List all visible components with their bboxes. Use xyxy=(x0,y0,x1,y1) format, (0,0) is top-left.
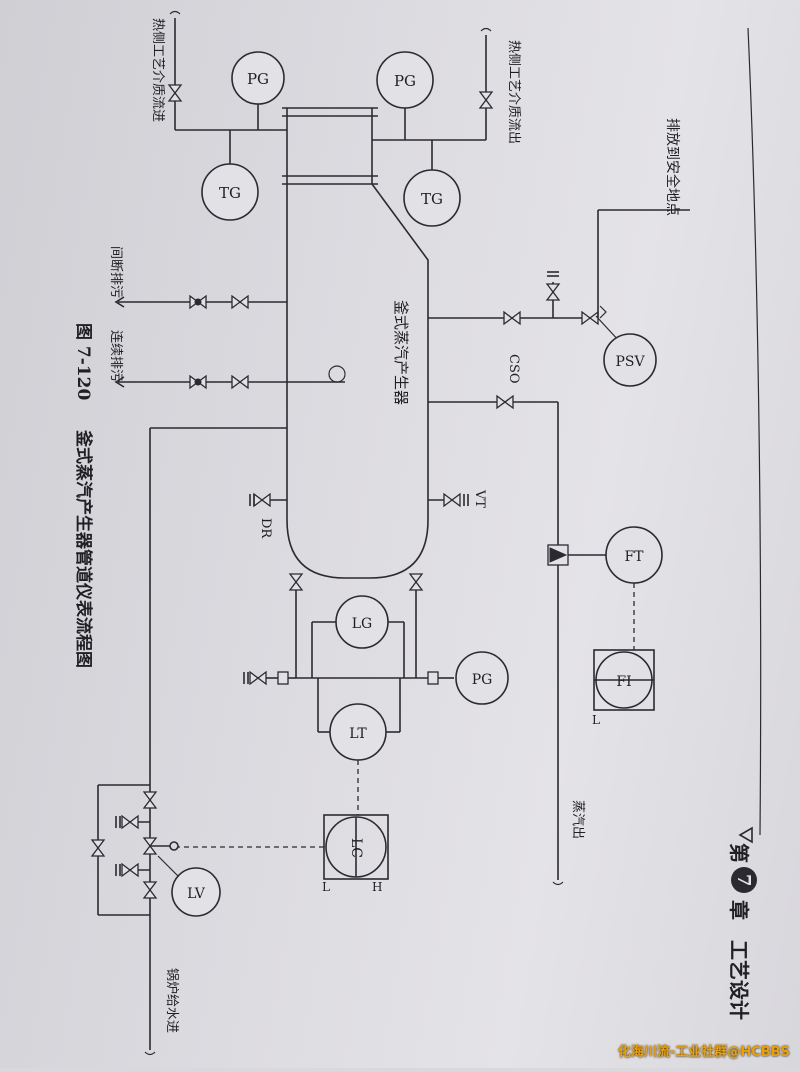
figure-number: 图 7-120 xyxy=(73,323,93,400)
dr-label: DR xyxy=(258,518,273,539)
vessel-label: 釜式蒸汽产生器 xyxy=(392,300,410,405)
chapter-title: 工艺设计 xyxy=(727,940,751,1020)
pg-outlet-tag: PG xyxy=(394,72,416,90)
chapter-heading: 第 7 章 工艺设计 xyxy=(727,843,757,1020)
lg-tag: LG xyxy=(352,616,372,632)
hot-side-inlet xyxy=(168,10,287,131)
hot-in-label: 热侧工艺介质流进 xyxy=(150,18,165,122)
psv-tag: PSV xyxy=(615,354,645,370)
lc-tag: LC xyxy=(348,838,364,858)
watermark: 化海川流-工业社群@HCBBS xyxy=(618,1045,790,1060)
chapter-number-badge xyxy=(731,867,757,893)
safety-relief-line xyxy=(428,209,690,343)
fi-alarm-low: L xyxy=(592,713,600,727)
tg-outlet-tag: TG xyxy=(421,190,443,208)
lt-tag: LT xyxy=(349,726,367,742)
steam-outlet-line xyxy=(428,395,569,886)
vent-safe-label: 排放到安全地点 xyxy=(664,118,681,216)
feedwater-line xyxy=(91,427,287,1056)
feedwater-in-label: 锅炉给水进 xyxy=(164,968,180,1033)
chapter-suffix: 章 xyxy=(727,900,751,920)
margin-arrow xyxy=(738,826,753,844)
hot-side-outlet xyxy=(372,27,493,141)
steam-out-label: 蒸汽出 xyxy=(570,800,585,839)
pg-steam-tag: PG xyxy=(472,672,493,688)
continuous-blowdown-line xyxy=(114,365,346,389)
figure-title: 釜式蒸汽产生器管道仪表流程图 xyxy=(73,429,94,668)
lc-alarm-high: H xyxy=(372,880,382,894)
tg-inlet-tag: TG xyxy=(219,184,241,202)
level-gauge xyxy=(335,595,389,649)
vt-label: VT xyxy=(472,489,487,508)
chapter-prefix: 第 xyxy=(727,843,751,863)
pressure-gauge-steam xyxy=(455,651,509,705)
page-margin-rule xyxy=(747,27,762,836)
lv-connection xyxy=(157,855,181,879)
temperature-gauge-inlet xyxy=(201,163,259,221)
lc-alarm-low: L xyxy=(322,880,330,894)
hot-out-label: 热侧工艺介质流出 xyxy=(506,40,521,144)
ft-tag: FT xyxy=(624,549,644,565)
kettle-reboiler-vessel xyxy=(282,107,429,579)
pressure-safety-valve xyxy=(603,333,657,387)
pg-inlet-tag: PG xyxy=(247,70,269,88)
intermittent-blowdown-line xyxy=(114,295,287,309)
level-control-valve xyxy=(171,867,221,917)
intermittent-blowdown-label: 间断排污 xyxy=(108,246,123,298)
pressure-gauge-outlet xyxy=(376,51,434,109)
cso-label: CSO xyxy=(506,354,521,384)
fi-tag: FI xyxy=(616,674,631,690)
pressure-gauge-inlet xyxy=(231,51,285,105)
lv-tag: LV xyxy=(187,886,206,902)
temperature-gauge-outlet xyxy=(403,169,461,227)
continuous-blowdown-label: 连续排污 xyxy=(108,330,124,382)
chapter-number: 7 xyxy=(733,874,754,887)
